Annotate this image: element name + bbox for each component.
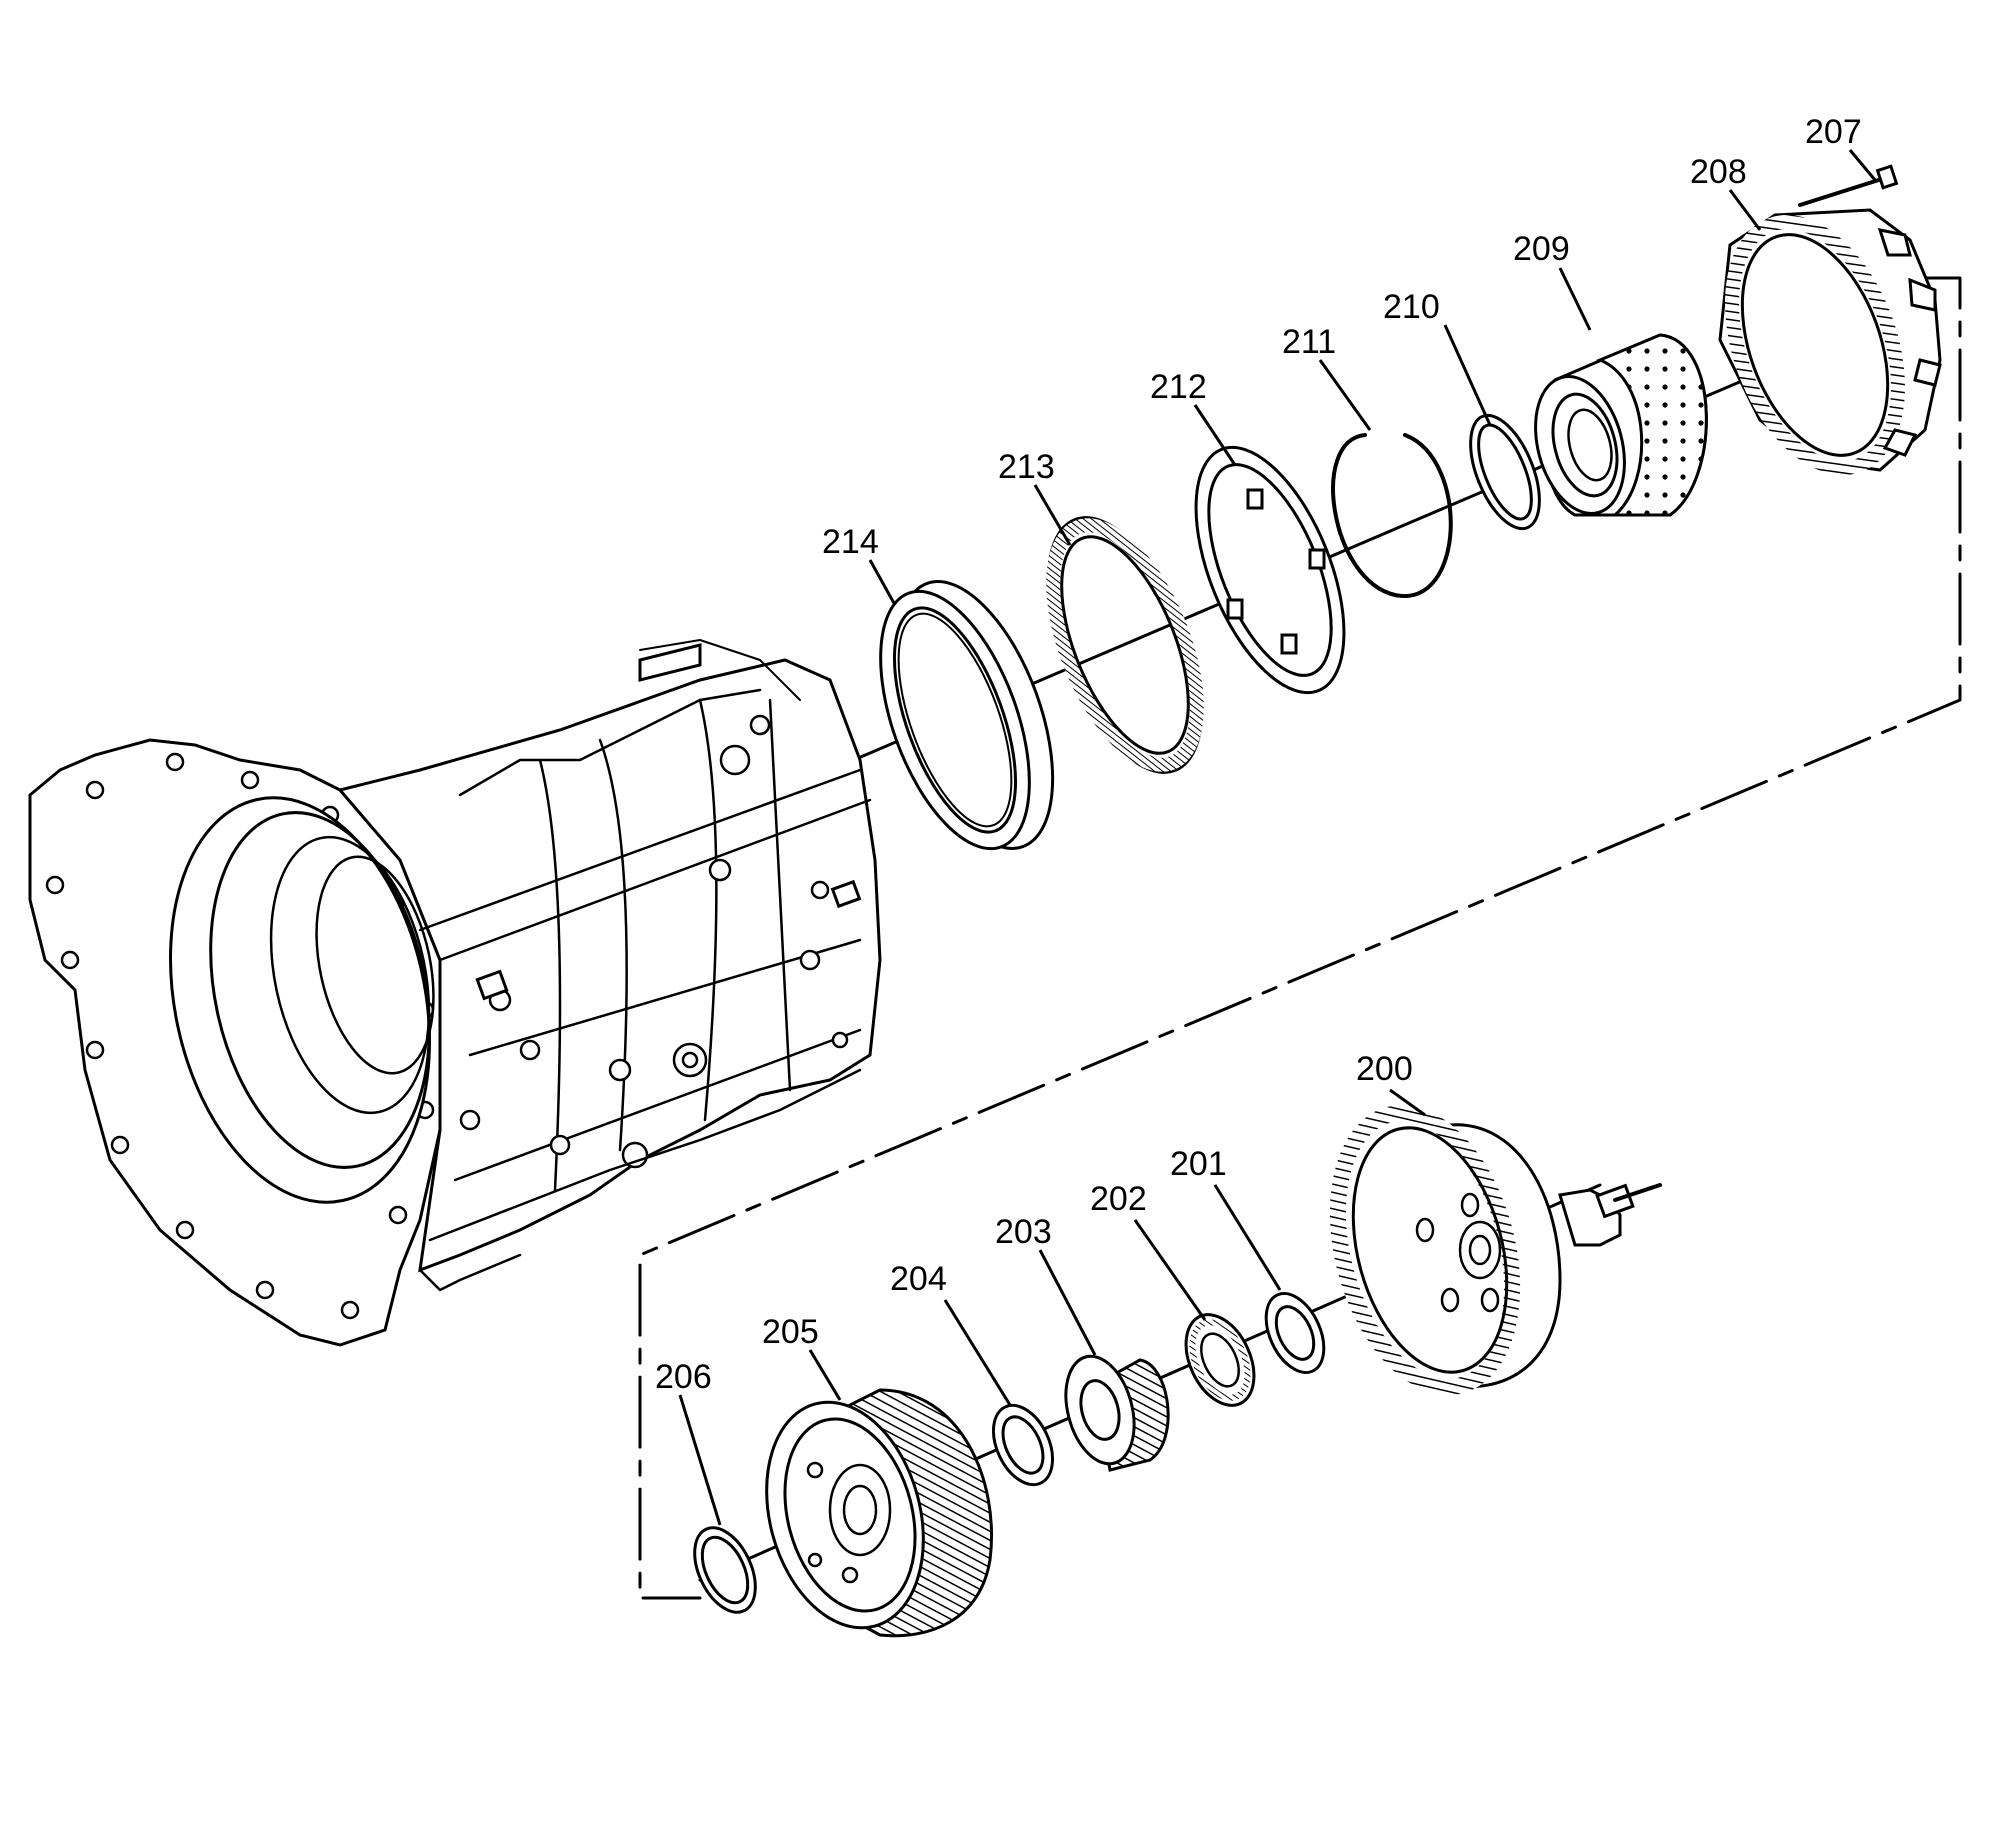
part-207-bolt <box>1798 164 1899 207</box>
part-200-drum <box>1329 1105 1662 1395</box>
leader-206 <box>678 1394 722 1526</box>
callout-212: 212 <box>1150 368 1207 406</box>
leader-201 <box>1213 1184 1282 1291</box>
leader-202 <box>1133 1219 1207 1321</box>
leader-211 <box>1318 359 1372 431</box>
callout-204: 204 <box>890 1260 947 1298</box>
callout-211: 211 <box>1282 323 1336 361</box>
leader-212 <box>1193 404 1237 466</box>
callout-206: 206 <box>655 1358 712 1396</box>
part-206-snap-ring <box>693 1526 757 1614</box>
leader-lines <box>678 149 1877 1526</box>
callout-202: 202 <box>1090 1180 1147 1218</box>
part-209-hub <box>1534 333 1708 517</box>
leader-203 <box>1038 1249 1097 1356</box>
leader-207 <box>1848 149 1877 181</box>
callout-labels: 200 201 202 203 204 205 206 207 208 209 … <box>655 113 1862 1396</box>
callout-213: 213 <box>998 448 1055 486</box>
part-212-washer <box>1194 445 1346 695</box>
transmission-case <box>28 639 882 1347</box>
part-213-bearing <box>1046 516 1204 774</box>
dashed-bracket <box>638 276 1962 1600</box>
leader-200 <box>1389 1088 1426 1117</box>
callout-205: 205 <box>762 1313 819 1351</box>
part-214-ring <box>879 580 1055 851</box>
callout-200: 200 <box>1356 1050 1413 1088</box>
leader-214 <box>868 559 897 606</box>
callout-207: 207 <box>1805 113 1862 151</box>
part-208-housing <box>1718 208 1942 475</box>
part-211-snap-ring <box>1331 433 1453 599</box>
leader-208 <box>1728 189 1762 231</box>
part-210-seal <box>1469 413 1541 531</box>
callout-214: 214 <box>822 523 879 561</box>
part-202-bearing <box>1184 1313 1256 1407</box>
leader-204 <box>943 1299 1012 1406</box>
leader-210 <box>1443 324 1492 426</box>
part-203-gear <box>1064 1354 1170 1472</box>
callout-203: 203 <box>995 1213 1052 1251</box>
part-201-washer <box>1264 1291 1326 1375</box>
part-205-carrier <box>765 1388 993 1638</box>
leader-209 <box>1558 267 1592 331</box>
callout-209: 209 <box>1513 230 1570 268</box>
leader-205 <box>808 1349 842 1401</box>
leader-213 <box>1033 484 1072 546</box>
part-204-washer <box>991 1403 1055 1487</box>
callout-208: 208 <box>1690 153 1747 191</box>
callout-210: 210 <box>1383 288 1440 326</box>
callout-201: 201 <box>1170 1145 1227 1183</box>
